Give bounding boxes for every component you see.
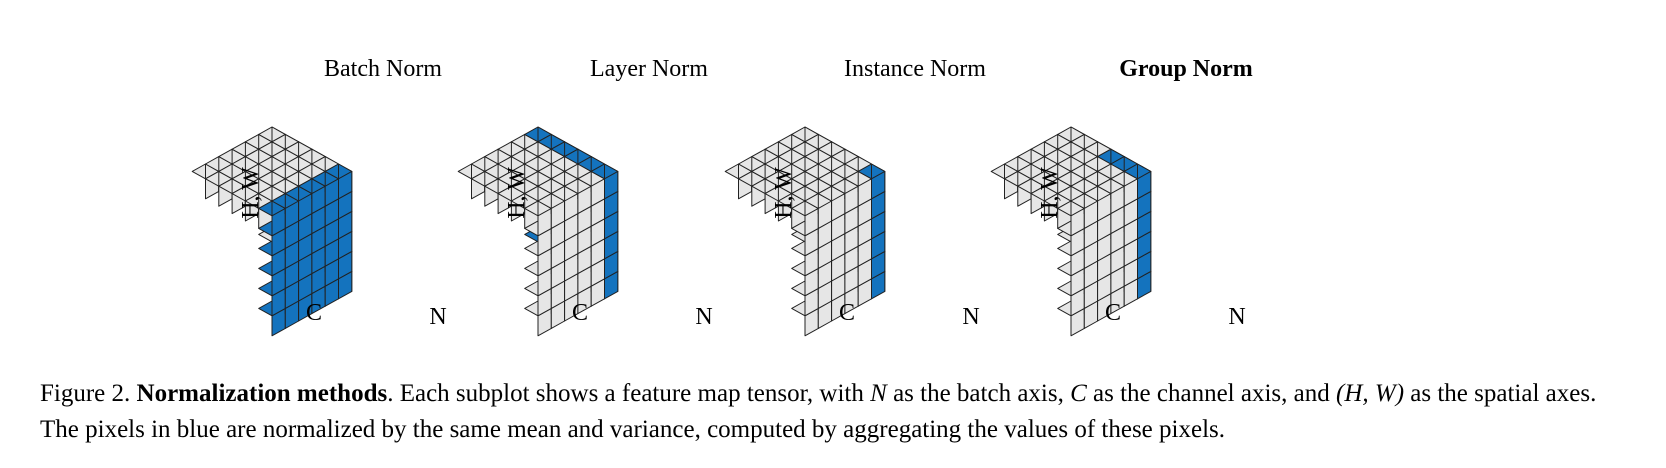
caption-symbol-n: N [870, 380, 887, 407]
tensor-cell [1110, 170, 1138, 207]
tensor-cell [324, 163, 353, 200]
panel-title: Batch Norm [324, 56, 442, 82]
tensor-cell [590, 163, 619, 200]
panel-title: Group Norm [1119, 56, 1253, 82]
cell-right-face [604, 170, 619, 200]
axis-label-n: N [695, 304, 712, 330]
axis-label-c: C [839, 300, 855, 326]
tensor-cell [791, 200, 819, 237]
caption-text-1: . Each subplot shows a feature map tenso… [387, 380, 871, 407]
axis-label-hw: H, W [1037, 167, 1063, 219]
caption-bold-title: Normalization methods [136, 380, 388, 407]
figure-caption: Figure 2. Normalization methods. Each su… [40, 376, 1640, 448]
tensor-cell [550, 185, 579, 222]
cell-right-face [1137, 170, 1152, 200]
caption-label: Figure 2. [40, 380, 131, 407]
tensor-cell [284, 185, 313, 222]
caption-text-2: as the batch axis, [886, 380, 1071, 407]
panel-layer-norm: Layer Norm H, W C N [457, 56, 713, 337]
cell-right-face [338, 170, 353, 200]
tensor-cell [857, 163, 886, 200]
panel-batch-norm: Batch Norm H, W C N [191, 56, 447, 337]
caption-symbol-c: C [1070, 380, 1087, 407]
tensor-cell [1123, 163, 1152, 200]
cell-right-face [871, 170, 886, 200]
axis-label-hw: H, W [504, 167, 530, 219]
panel-title: Instance Norm [844, 56, 986, 82]
panel-title: Layer Norm [590, 56, 708, 82]
tensor-cell [271, 193, 300, 229]
panel-instance-norm: Instance Norm H, W C N [724, 56, 986, 337]
tensor-cell [577, 170, 605, 207]
tensor-cell [298, 178, 326, 215]
axis-label-hw: H, W [238, 167, 264, 219]
caption-text-3: as the channel axis, and [1086, 380, 1336, 407]
axis-label-n: N [962, 304, 979, 330]
axis-label-c: C [1105, 300, 1121, 326]
caption-symbol-hw: (H, W) [1336, 380, 1405, 407]
axis-label-c: C [306, 300, 322, 326]
axis-label-c: C [572, 300, 588, 326]
axis-label-n: N [1228, 304, 1245, 330]
axis-label-n: N [429, 304, 446, 330]
axis-label-hw: H, W [771, 167, 797, 219]
panel-group-norm: Group Norm H, W C N [990, 56, 1253, 337]
caption-text-4: as the spatial axes. The pixels in blue … [40, 380, 1597, 443]
